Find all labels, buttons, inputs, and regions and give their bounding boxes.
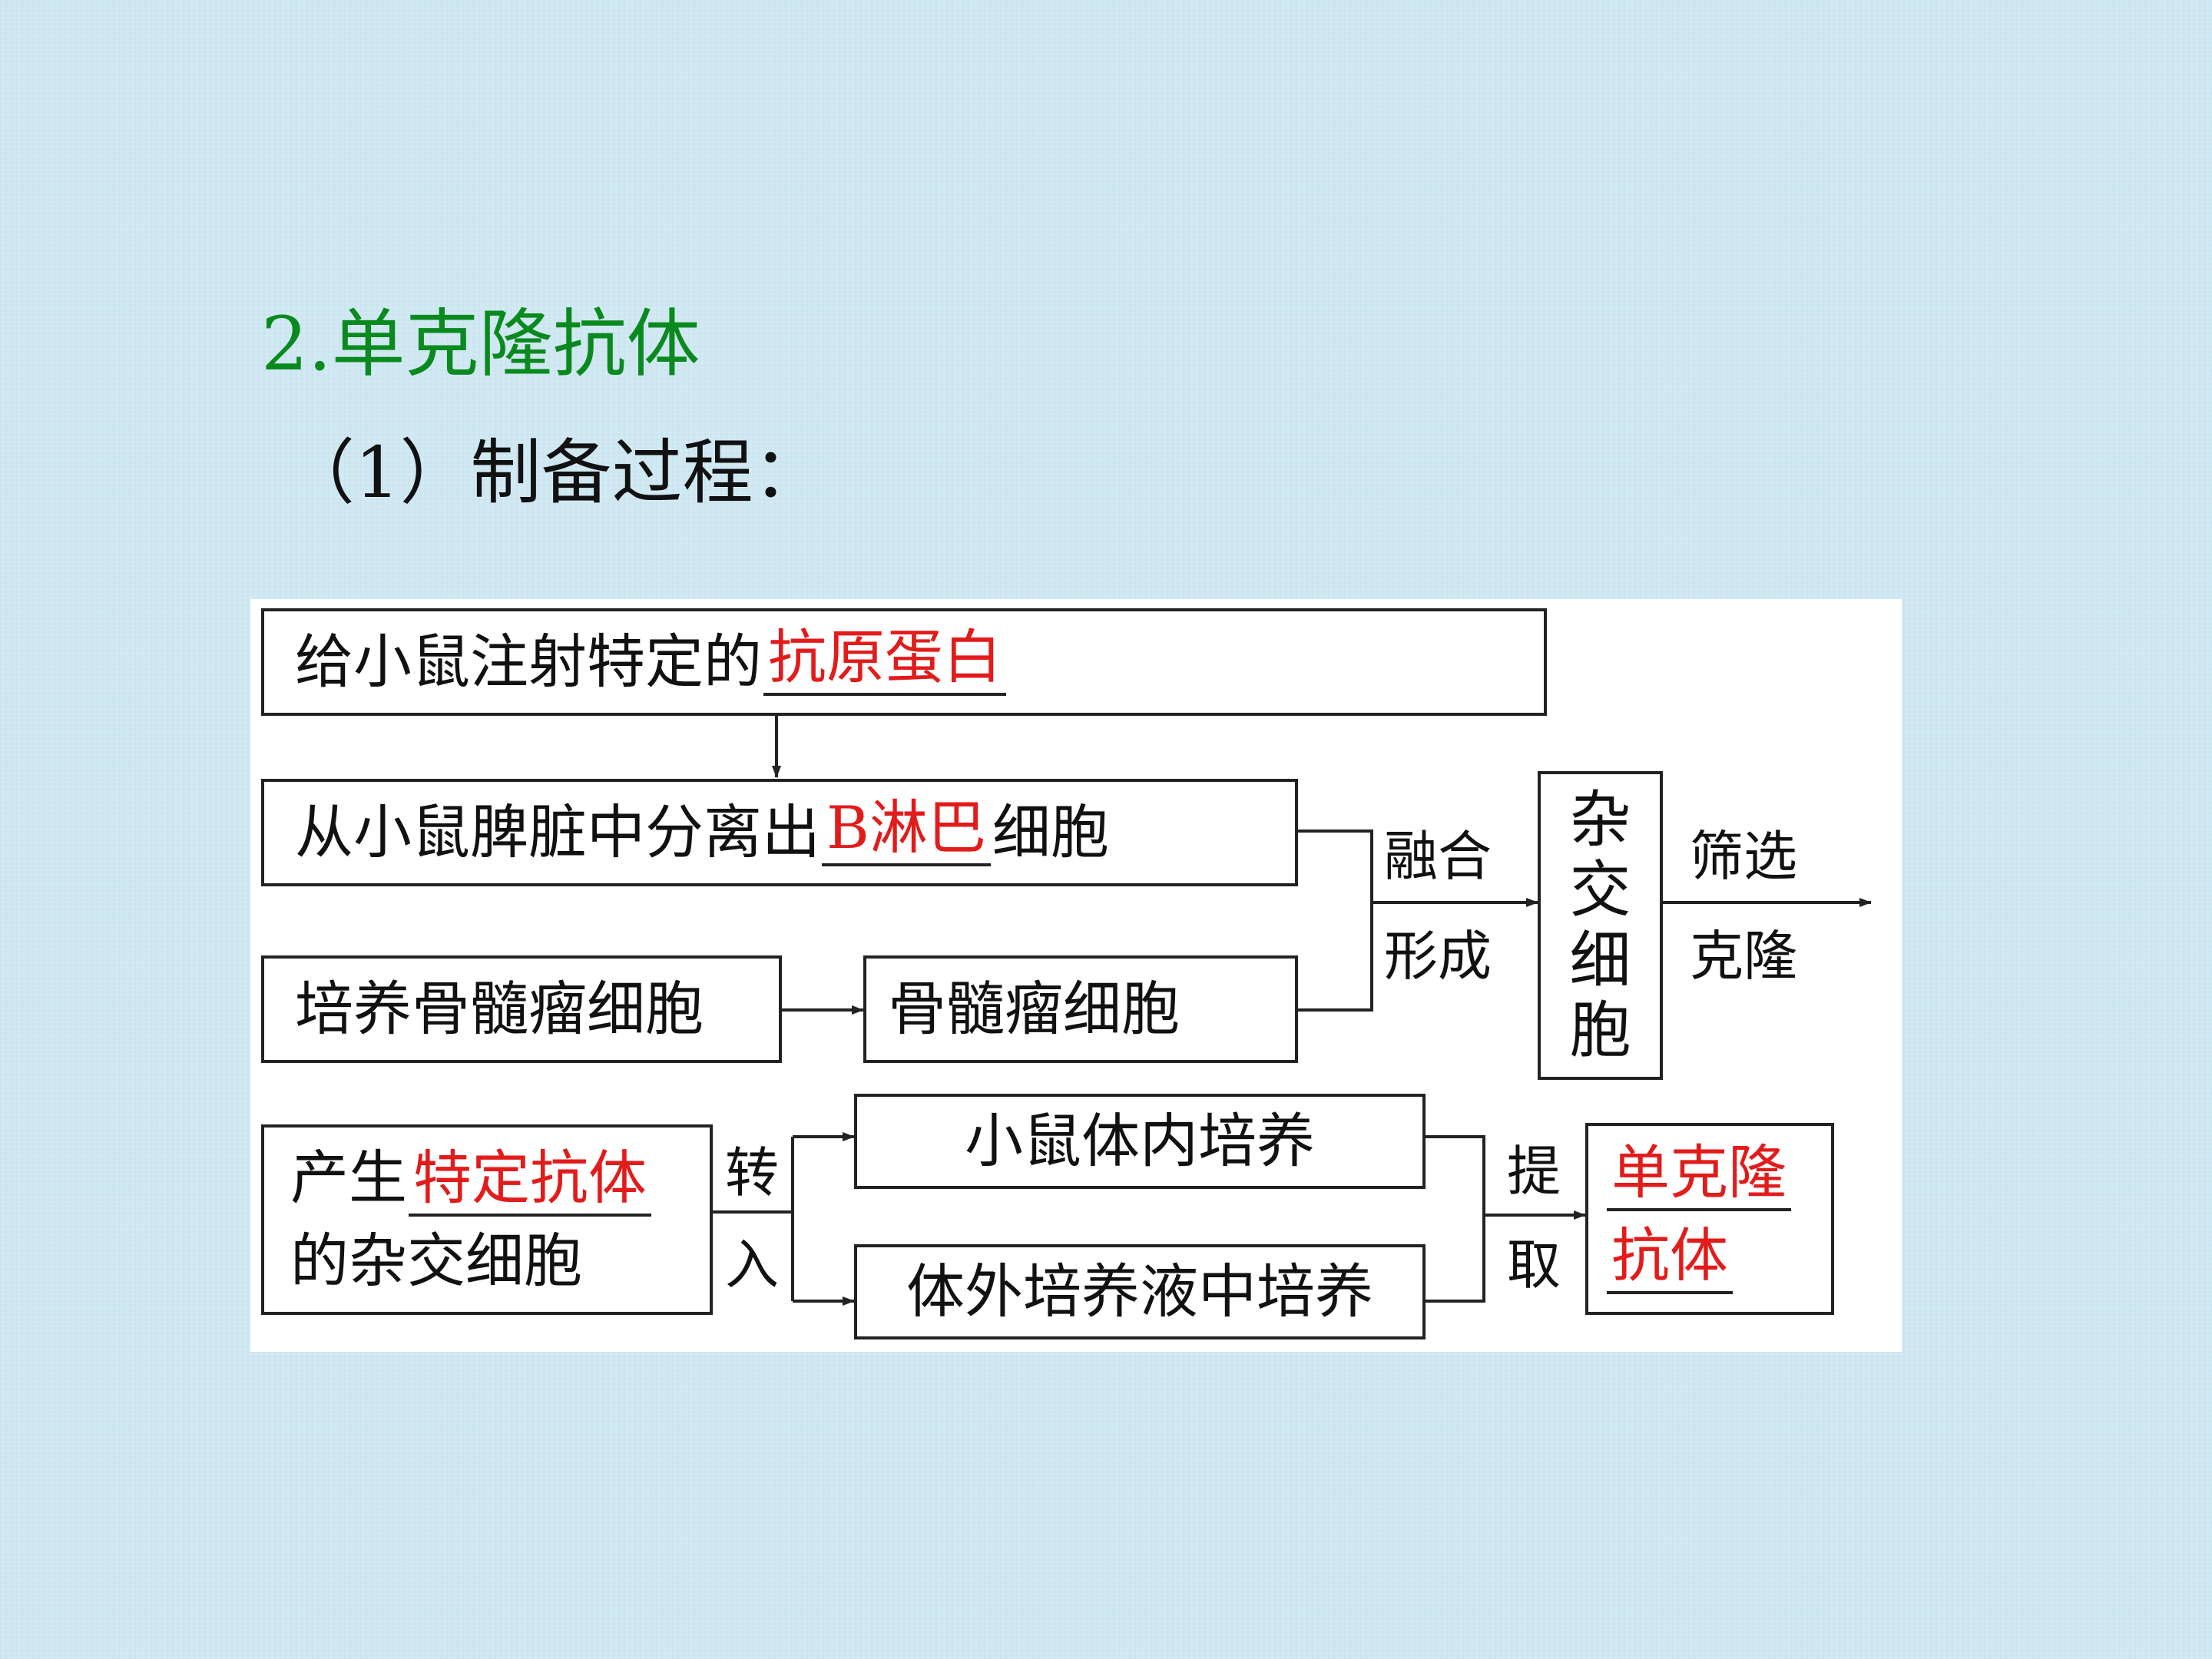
label-transfer-2: 入 [725,1233,779,1296]
label-fuse: 融合 [1384,825,1492,888]
step4-line1: 产生特定抗体 [290,1149,653,1217]
step-myeloma-cells-text: 骨髓瘤细胞 [888,975,1180,1043]
step-culture-myeloma-text: 培养骨髓瘤细胞 [295,975,704,1043]
label-screen: 筛选 [1690,825,1797,888]
step-specific-antibody-hybrid: 产生特定抗体 的杂交细胞 [261,1124,713,1315]
label-extract-1: 提 [1507,1140,1561,1203]
culture-in-vivo-box: 小鼠体内培养 [854,1094,1426,1189]
culture-in-vivo-text: 小鼠体内培养 [965,1107,1315,1175]
step-isolate-suffix: 细胞 [992,798,1109,866]
step4-line2: 的杂交细胞 [290,1227,582,1295]
label-extract-2: 取 [1507,1233,1561,1296]
answer-antibody: 抗体 [1607,1227,1733,1294]
hybrid-char-2: 交 [1569,854,1631,926]
flowchart-connectors [713,714,1872,1306]
hybrid-char-4: 胞 [1569,995,1631,1067]
step-isolate-b-cells: 从小鼠脾脏中分离出 B淋巴 细胞 [261,779,1298,886]
answer-b-lymphocyte: B淋巴 [822,799,991,866]
answer-antigen-protein: 抗原蛋白 [763,628,1006,696]
hybrid-char-1: 杂 [1569,783,1631,856]
step-inject-antigen: 给小鼠注射特定的 抗原蛋白 [261,608,1547,716]
hybrid-char-3: 细 [1569,924,1631,996]
step4-prefix: 产生 [290,1144,407,1212]
section-heading: 2.单克隆抗体 [261,301,700,387]
culture-in-vitro-box: 体外培养液中培养 [854,1244,1426,1339]
step-culture-myeloma: 培养骨髓瘤细胞 [261,955,782,1063]
step-myeloma-cells: 骨髓瘤细胞 [863,955,1298,1063]
label-form: 形成 [1384,925,1492,988]
answer-specific-antibody: 特定抗体 [409,1149,651,1217]
label-transfer-1: 转 [725,1141,779,1204]
hybrid-cell-box: 杂 交 细 胞 [1538,771,1663,1080]
label-clone: 克隆 [1690,925,1797,988]
culture-in-vitro-text: 体外培养液中培养 [906,1257,1373,1326]
step-inject-antigen-text: 给小鼠注射特定的 [295,628,762,696]
result-monoclonal-antibody-box: 单克隆 抗体 [1585,1123,1834,1315]
flowchart-panel: 给小鼠注射特定的 抗原蛋白 从小鼠脾脏中分离出 B淋巴 细胞 培养骨髓瘤细胞 骨… [250,599,1902,1352]
step-isolate-text: 从小鼠脾脏中分离出 [295,798,820,866]
subsection-heading: （1）制备过程： [284,432,824,514]
answer-monoclonal: 单克隆 [1607,1144,1791,1211]
